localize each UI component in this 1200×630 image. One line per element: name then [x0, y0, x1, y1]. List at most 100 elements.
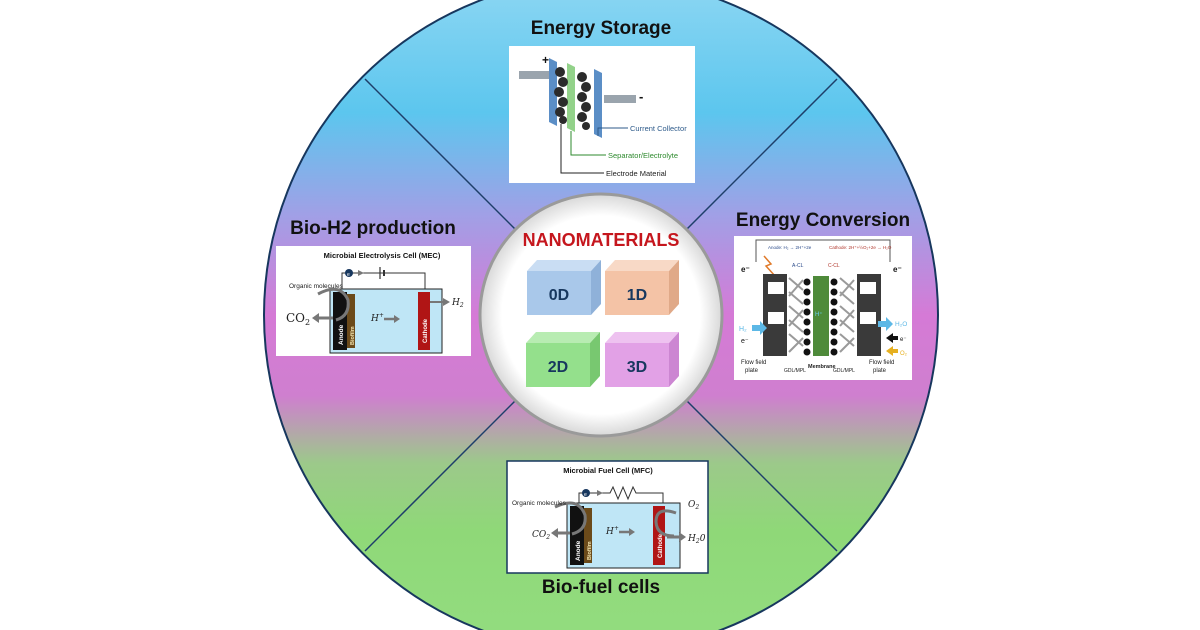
- cube-1d-top: [605, 260, 679, 271]
- center-title: NANOMATERIALS: [523, 230, 680, 250]
- cube-3d-label: 3D: [627, 359, 647, 376]
- fuelcell-anode-eq: Anode: H₂ → 2H⁺+2e: [768, 245, 812, 250]
- fuelcell-gdl-right: [839, 277, 855, 353]
- fuelcell-ccl-label: C-CL: [828, 263, 840, 269]
- storage-terminal-right: [604, 95, 636, 103]
- section-title-bottom: Bio-fuel cells: [542, 577, 660, 598]
- storage-leader-separator: [570, 131, 606, 156]
- fuelcell-channel-left-1: [768, 282, 784, 294]
- cube-3d-front: [605, 343, 669, 387]
- mfc-electron-label: e: [584, 492, 587, 498]
- fuelcell-membrane-label: Membrane: [808, 364, 836, 370]
- cube-2d-label: 2D: [548, 359, 568, 376]
- mec-biofilm-label: Biofilm: [350, 326, 356, 345]
- fuelcell-channel-right-2: [860, 312, 876, 324]
- mec-cathode-label: Cathode: [423, 318, 429, 343]
- cube-3d: 3D: [605, 332, 679, 387]
- cube-3d-top: [605, 332, 679, 343]
- mec-h2-arrowhead: [443, 298, 450, 306]
- mec-h2-text: H: [451, 298, 460, 308]
- storage-label-separator: Separator/Electrolyte: [608, 151, 678, 160]
- fuelcell-catalyst-right: [830, 278, 838, 356]
- mfc-cathode-label: Cathode: [658, 533, 664, 558]
- mec-co2-arrowhead: [312, 313, 319, 323]
- cube-2d-side: [590, 332, 600, 387]
- mfc-biofilm: [584, 508, 592, 563]
- fuelcell-flow-left-1: Flow field: [741, 360, 766, 366]
- divider-bottom-left: [364, 400, 516, 552]
- mec-electron-label: e: [347, 272, 350, 278]
- fuelcell-h2-label: H₂: [739, 326, 747, 333]
- fuelcell-gdl-left: [788, 277, 804, 353]
- mfc-co2-label: CO2: [532, 530, 550, 541]
- fuelcell-gdl-right-label: GDL/MPL: [833, 368, 855, 374]
- section-title-top: Energy Storage: [531, 18, 671, 39]
- mfc-electron-icon: [582, 489, 590, 497]
- fuelcell-cathode-eq: Cathode: 2H⁺+½O₂+2e → H₂O: [829, 244, 892, 250]
- cube-1d: 1D: [605, 260, 679, 315]
- fuelcell-flow-left-2: plate: [745, 368, 759, 374]
- storage-electrode-right: [577, 72, 591, 130]
- cube-1d-front: [605, 271, 669, 315]
- fuelcell-e-left: e⁻: [741, 265, 750, 274]
- mfc-anode: [570, 506, 584, 565]
- divider-top-left: [364, 78, 516, 230]
- cube-0d-side: [591, 260, 601, 315]
- fuelcell-flow-right-1: Flow field: [869, 360, 894, 366]
- storage-electrode-left: [554, 67, 568, 124]
- section-title-right: Energy Conversion: [736, 210, 910, 231]
- mfc-proton-label: H+: [605, 525, 619, 537]
- cube-1d-side: [669, 260, 679, 315]
- mfc-h2o-end: 0: [700, 534, 706, 544]
- cube-0d-front: [527, 271, 591, 315]
- mfc-proton-text: H: [605, 527, 614, 537]
- mfc-title: Microbial Fuel Cell (MFC): [563, 466, 653, 475]
- mfc-anode-label: Anode: [575, 540, 582, 561]
- mec-h2-sub: 2: [459, 302, 464, 309]
- mfc-o2-arc: [654, 509, 677, 538]
- fuelcell-o2-label: O₂: [900, 351, 908, 357]
- cube-3d-side: [669, 332, 679, 387]
- mec-anode: [333, 292, 347, 350]
- storage-collector-right: [594, 69, 602, 138]
- fuelcell-gdl-left-label: GDL/MPL: [784, 368, 806, 374]
- fuelcell-e-right: e⁻: [893, 265, 902, 274]
- mfc-o2-sub: 2: [694, 504, 699, 511]
- fuelcell-channel-left-2: [768, 312, 784, 324]
- fuelcell-e-small-left: e⁻: [741, 338, 749, 345]
- mec-organic-text: Organic molecules: [289, 283, 344, 290]
- mec-co2-label: CO2: [286, 311, 310, 327]
- mec-proton-label: H+: [370, 312, 384, 324]
- mec-organic-label: Organic molecules: [289, 283, 344, 290]
- mec-biofilm: [347, 294, 355, 348]
- mec-panel: Microbial Electrolysis Cell (MEC) e Anod…: [276, 246, 471, 356]
- fuelcell-h2o-arrow: [878, 317, 893, 331]
- mfc-panel: Microbial Fuel Cell (MFC) e Anode Biofil…: [506, 460, 709, 574]
- storage-label-electrode: Electrode Material: [606, 169, 667, 178]
- mfc-o2-label: O2: [688, 500, 699, 511]
- cube-2d-front: [526, 343, 590, 387]
- fuelcell-panel: Anode: H₂ → 2H⁺+2e Cathode: 2H⁺+½O₂+2e →…: [734, 236, 912, 380]
- mec-electron-icon: [345, 269, 353, 277]
- divider-top-right: [686, 78, 838, 230]
- mec-h2-label: H2: [451, 298, 464, 309]
- mfc-o2-text: O: [688, 500, 696, 510]
- mec-proton-text: H: [370, 314, 379, 324]
- mfc-proton-sup: +: [614, 525, 619, 532]
- storage-minus: -: [639, 89, 643, 104]
- mec-proton-arrowhead: [394, 315, 400, 323]
- cube-2d-top: [526, 332, 600, 343]
- energy-storage-panel: + - Current Collector Separator/Electrol…: [509, 46, 695, 183]
- fuelcell-bolt-icon: [763, 255, 776, 277]
- fuelcell-channel-right-1: [860, 282, 876, 294]
- mfc-h2o-text: H: [687, 534, 696, 544]
- mfc-co2-text: CO: [532, 530, 547, 540]
- cube-1d-label: 1D: [627, 287, 647, 304]
- section-title-left: Bio-H2 production: [290, 218, 456, 239]
- storage-separator: [567, 63, 575, 132]
- storage-leader-electrode: [560, 124, 604, 174]
- mfc-organic-arc: [554, 501, 587, 536]
- mec-co2-sub: 2: [305, 318, 310, 327]
- storage-collector-left: [549, 58, 557, 126]
- storage-terminal-left: [519, 71, 551, 79]
